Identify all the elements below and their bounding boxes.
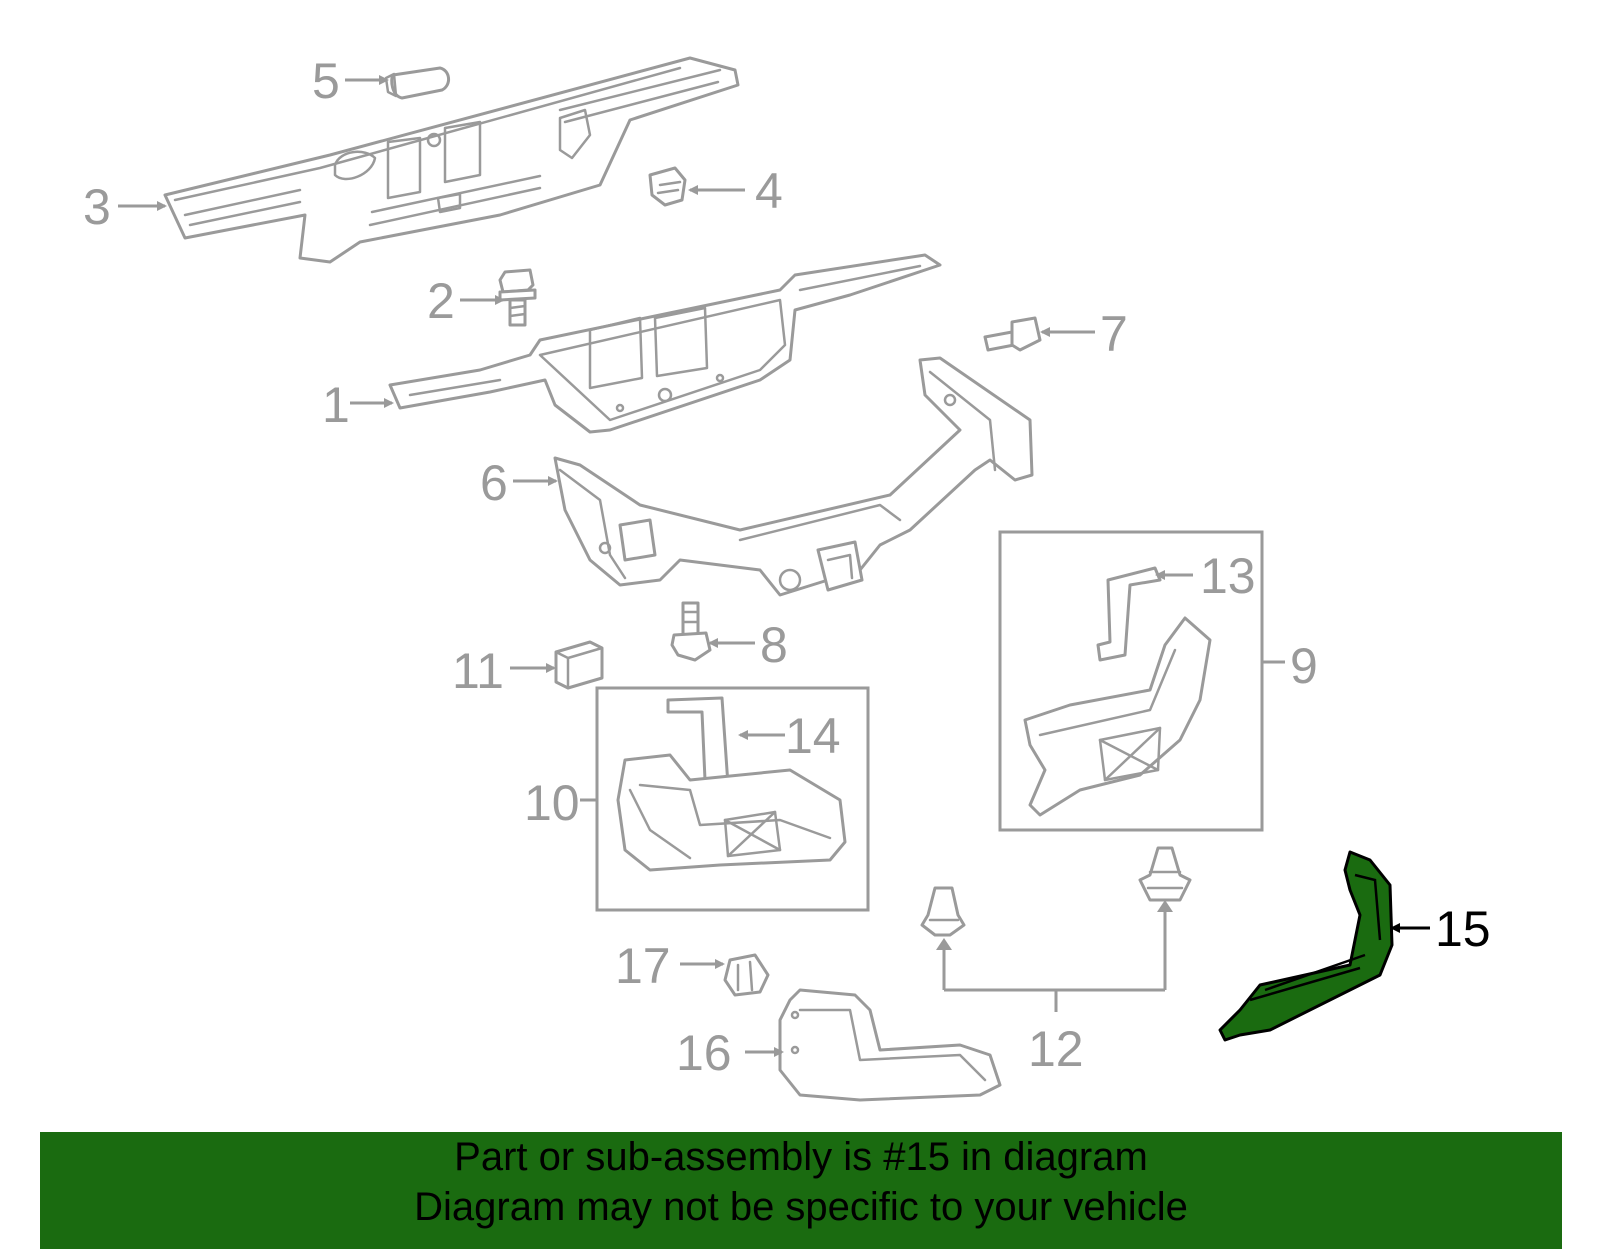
part-6-hitch-receiver	[553, 356, 1034, 597]
part-4-clip	[648, 166, 687, 207]
part-12-clip-right	[1138, 846, 1192, 902]
callout-7: 7	[1100, 306, 1128, 362]
callout-15: 15	[1435, 901, 1491, 957]
callout-2: 2	[427, 273, 455, 329]
part-1-reinforcement	[388, 253, 942, 434]
leader-12	[942, 910, 1167, 1012]
assembly-9-box	[998, 530, 1264, 832]
part-7-bolt	[983, 316, 1042, 352]
part-12-clip-left	[920, 886, 966, 937]
info-banner: Part or sub-assembly is #15 in diagram D…	[40, 1132, 1562, 1249]
callout-12: 12	[1028, 1021, 1084, 1077]
part-15-step-pad-highlighted[interactable]	[1218, 850, 1394, 1042]
callout-11: 11	[452, 643, 504, 699]
callout-8: 8	[760, 617, 788, 673]
callout-9: 9	[1290, 638, 1318, 694]
banner-line-1: Part or sub-assembly is #15 in diagram	[454, 1135, 1148, 1179]
callout-1: 1	[322, 377, 350, 433]
part-11-block	[554, 640, 604, 690]
callout-10: 10	[524, 775, 580, 831]
part-10-bracket-assembly	[616, 753, 847, 872]
callout-14: 14	[785, 708, 841, 764]
part-9-bracket-assembly	[1023, 616, 1212, 817]
part-3-rear-step-bumper	[163, 56, 740, 264]
callout-17: 17	[615, 938, 671, 994]
callout-3: 3	[83, 179, 111, 235]
banner-line-2: Diagram may not be specific to your vehi…	[414, 1185, 1188, 1229]
leader-12-arrow-right	[1157, 900, 1173, 912]
callout-13: 13	[1200, 548, 1256, 604]
callout-5: 5	[312, 53, 340, 109]
callout-16: 16	[676, 1025, 732, 1081]
part-5-plug	[384, 66, 450, 100]
part-13-bracket	[1096, 566, 1162, 662]
leader-12-arrow-left	[936, 938, 952, 950]
part-17-clip	[723, 953, 770, 997]
callout-4: 4	[755, 163, 783, 219]
part-16-step-pad	[778, 988, 1002, 1102]
part-8-bolt	[670, 601, 712, 662]
callout-6: 6	[480, 455, 508, 511]
part-2-bolt	[498, 268, 537, 327]
